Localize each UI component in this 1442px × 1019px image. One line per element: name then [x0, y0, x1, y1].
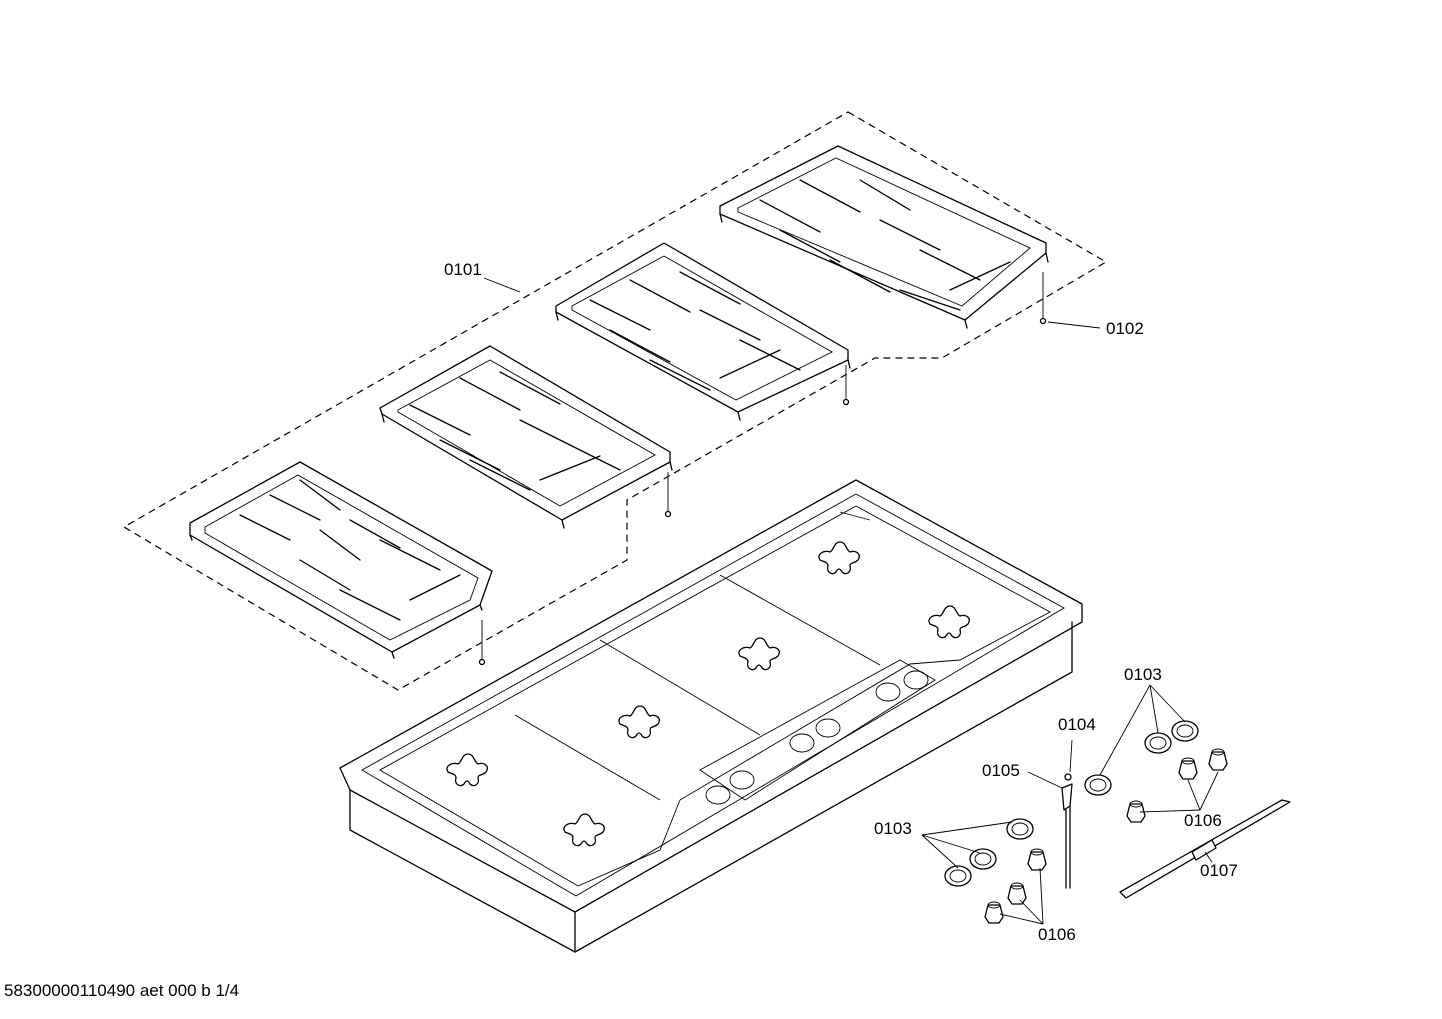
grate-right [719, 145, 1049, 329]
grate-left [189, 461, 493, 659]
cooktop-tray [339, 479, 1083, 953]
label-0107: 0107 [1200, 861, 1238, 880]
grate-center-right [555, 242, 851, 421]
label-0101: 0101 [444, 260, 482, 279]
grate-screws [478, 272, 1047, 666]
callout-leaders [483, 277, 1219, 925]
drawing-number-footer: 58300000110490 aet 000 b 1/4 [4, 981, 240, 1000]
label-0102: 0102 [1106, 319, 1144, 338]
label-0105: 0105 [982, 761, 1020, 780]
label-0106-right: 0106 [1184, 811, 1222, 830]
grate-center-left [379, 345, 673, 529]
assembly-boundary [122, 111, 1108, 691]
igniter-rod [1061, 773, 1073, 889]
label-0104: 0104 [1058, 715, 1096, 734]
label-0103-bottom: 0103 [874, 819, 912, 838]
trim-rail [1119, 799, 1291, 899]
label-0106-bottom: 0106 [1038, 925, 1076, 944]
label-0103-top: 0103 [1124, 665, 1162, 684]
